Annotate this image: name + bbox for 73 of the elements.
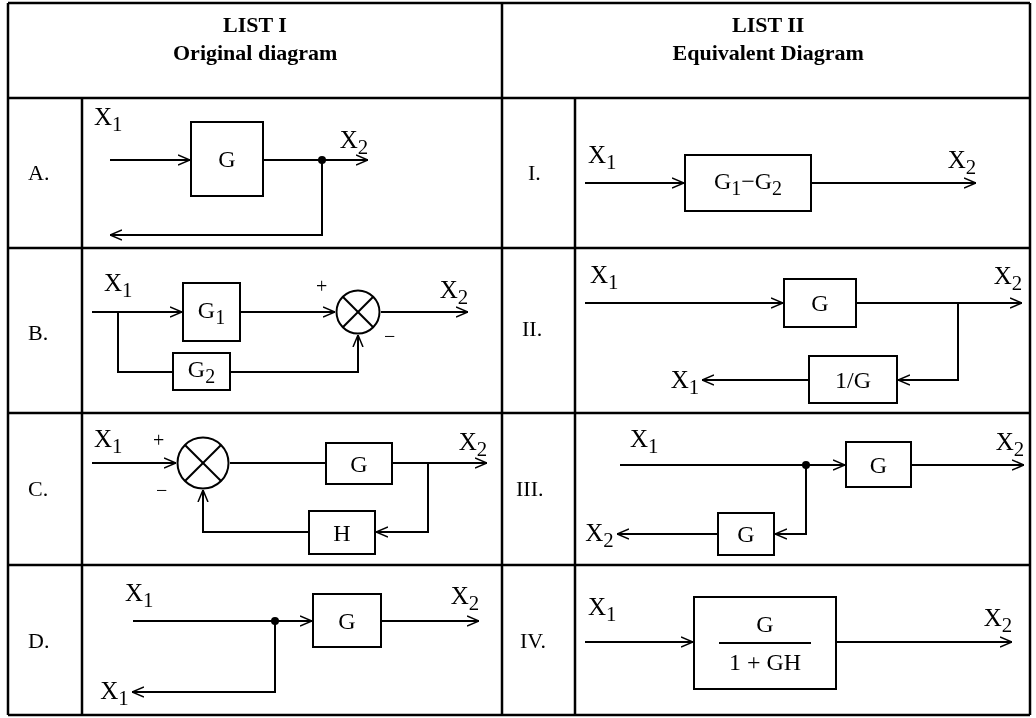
transfer-function-block: G	[717, 512, 775, 556]
signal-label: X$_{2}$	[944, 146, 980, 178]
signal-label: X$_{1}$	[588, 142, 617, 173]
row-label: II.	[522, 318, 543, 340]
transfer-function-block: G$_{1}$	[182, 282, 241, 342]
arrow	[701, 374, 809, 386]
row-label: C.	[28, 478, 49, 500]
arrow	[811, 177, 977, 189]
arrow	[197, 489, 309, 533]
row-label: D.	[28, 630, 50, 652]
arrow	[91, 457, 177, 469]
signal-label: X$_{2}$	[455, 428, 491, 460]
signal-label: X$_{1}$	[590, 262, 619, 293]
sign-label: −	[156, 480, 168, 500]
signal-label: X$_{1}$	[104, 270, 133, 301]
arrow	[836, 636, 1013, 648]
column-heading: Equivalent Diagram	[672, 42, 864, 64]
arrow	[240, 306, 336, 318]
row-label: A.	[28, 162, 50, 184]
arrow	[380, 306, 469, 318]
signal-label: X$_{2}$	[436, 276, 472, 308]
row-label: IV.	[520, 630, 546, 652]
transfer-function-block: G$_{1}$−G$_{2}$	[684, 154, 812, 212]
signal-label: X$_{1}$	[94, 104, 123, 135]
signal-label: X$_{1}$	[668, 365, 702, 399]
signal-label: X$_{2}$	[447, 582, 483, 614]
arrow	[584, 636, 694, 648]
connector-line	[229, 462, 326, 464]
transfer-function-block	[693, 596, 837, 690]
column-heading: Original diagram	[173, 42, 338, 64]
transfer-function-block: H	[308, 510, 376, 555]
signal-label: X$_{2}$	[336, 126, 372, 158]
row-label: III.	[516, 478, 544, 500]
row-label: I.	[528, 162, 541, 184]
signal-label: X$_{2}$	[990, 262, 1026, 294]
arrow	[616, 528, 718, 540]
signal-label: X$_{1}$	[630, 426, 659, 457]
transfer-function-block: G	[783, 278, 857, 328]
arrow	[131, 620, 276, 698]
arrow	[230, 334, 364, 373]
transfer-function-block: G$_{2}$	[172, 352, 231, 391]
summing-junction	[335, 289, 381, 335]
row-label: B.	[28, 322, 49, 344]
arrow	[109, 159, 323, 241]
signal-label: X$_{2}$	[582, 518, 617, 552]
signal-label: X$_{1}$	[97, 676, 132, 710]
arrow	[911, 459, 1025, 471]
arrow	[584, 297, 784, 309]
transfer-function-block: G	[312, 593, 382, 648]
arrow	[584, 177, 685, 189]
summing-junction	[176, 436, 230, 490]
column-heading: LIST II	[732, 14, 805, 36]
signal-label: X$_{2}$	[992, 428, 1028, 460]
signal-label: X$_{1}$	[125, 580, 154, 611]
signal-label: X$_{2}$	[980, 604, 1016, 636]
arrow	[856, 302, 959, 386]
transfer-function-block: G	[845, 441, 912, 488]
arrow	[381, 615, 480, 627]
sign-label: +	[316, 276, 328, 296]
transfer-function-block: 1/G	[808, 355, 898, 404]
arrow	[109, 154, 191, 166]
transfer-function-block: G	[190, 121, 264, 197]
column-heading: LIST I	[223, 14, 287, 36]
numerator: G	[755, 610, 775, 638]
denominator: 1 + GH	[718, 642, 812, 676]
transfer-function-block: G	[325, 442, 393, 485]
sign-label: −	[384, 326, 396, 346]
arrow	[375, 462, 429, 538]
signal-label: X$_{1}$	[588, 594, 617, 625]
arrow	[619, 464, 807, 540]
sign-label: +	[153, 430, 165, 450]
connector-line	[91, 311, 173, 373]
signal-label: X$_{1}$	[94, 426, 123, 457]
